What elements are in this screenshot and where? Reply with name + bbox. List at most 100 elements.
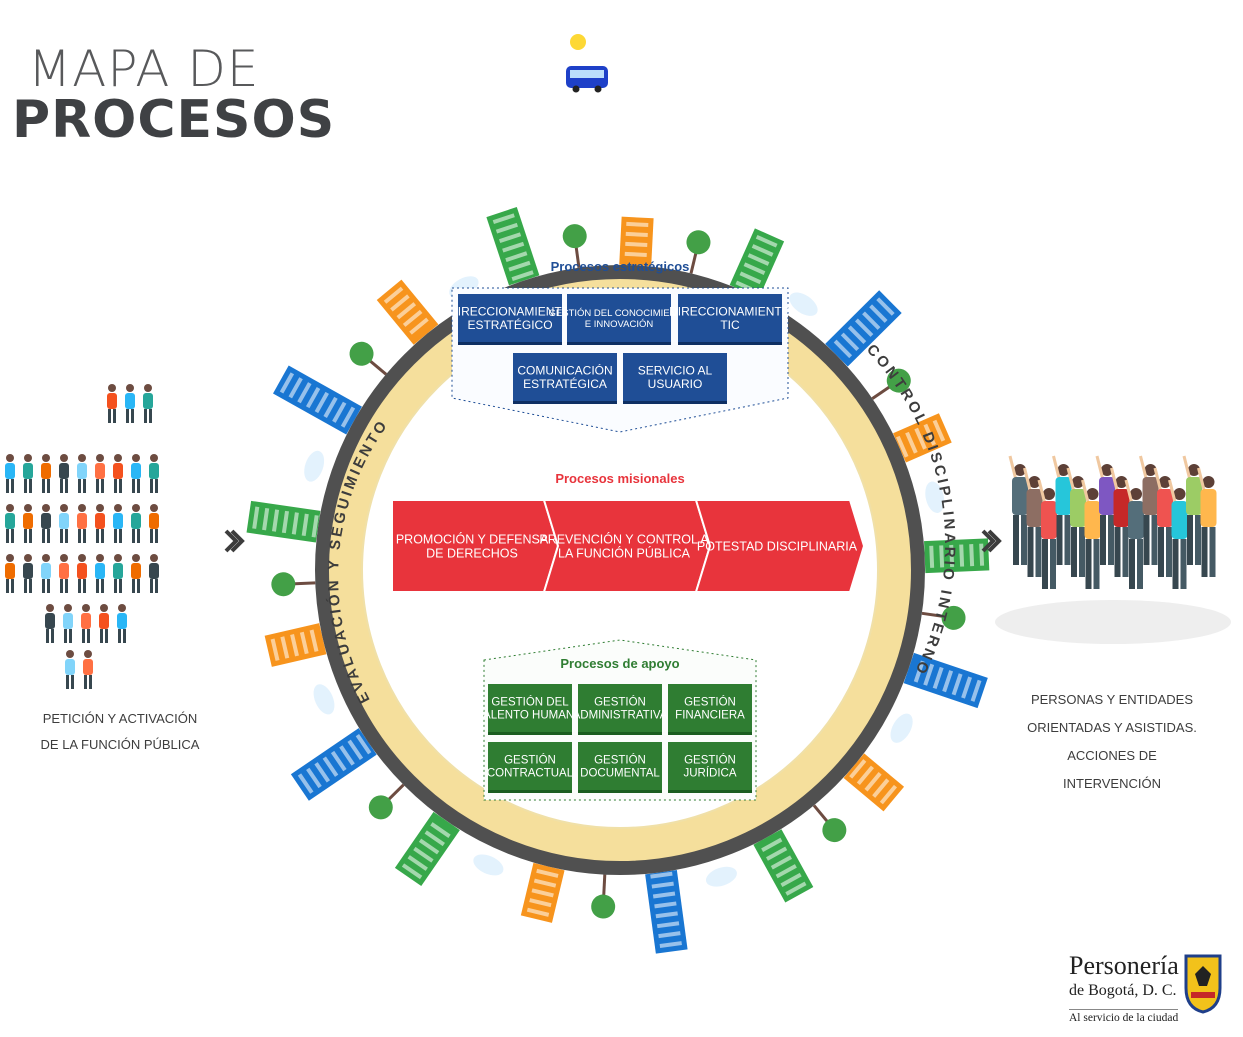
building-icon: [591, 874, 616, 919]
person-figure: [23, 504, 33, 543]
person-figure: [1008, 455, 1028, 565]
person-figure: [1197, 467, 1217, 577]
person-figure: [1023, 467, 1043, 577]
building-icon: [706, 866, 737, 887]
flow-arrow-bottom: [605, 995, 643, 1035]
building-icon: [271, 572, 316, 597]
person-figure: [65, 650, 75, 689]
person-figure: [5, 454, 15, 493]
chevron-right-icon: [224, 529, 245, 553]
city-buildings-icon: [246, 34, 990, 954]
person-figure: [1153, 467, 1173, 577]
missional-process-arrow[interactable]: POTESTAD DISCIPLINARIA: [694, 499, 866, 593]
building-icon: [368, 783, 405, 820]
person-figure: [1052, 455, 1072, 565]
building-icon: [890, 713, 913, 743]
person-figure: [1139, 455, 1159, 565]
person-figure: [113, 554, 123, 593]
person-figure: [99, 604, 109, 643]
logo-tagline: Al servicio de la ciudad: [1069, 1009, 1179, 1024]
person-figure: [41, 504, 51, 543]
building-icon: [562, 224, 587, 269]
building-icon: [871, 368, 911, 400]
person-figure: [23, 554, 33, 593]
person-figure: [1066, 467, 1086, 577]
person-figure: [63, 604, 73, 643]
person-figure: [113, 454, 123, 493]
building-icon: [893, 413, 952, 463]
building-icon: [313, 684, 335, 715]
person-figure: [117, 604, 127, 643]
person-figure: [113, 504, 123, 543]
person-figure: [45, 604, 55, 643]
person-figure: [107, 384, 117, 423]
building-icon: [645, 870, 688, 954]
person-figure: [1110, 467, 1130, 577]
person-figure: [1095, 455, 1115, 565]
person-figure: [59, 454, 69, 493]
person-figure: [149, 454, 159, 493]
person-figure: [41, 454, 51, 493]
person-figure: [77, 504, 87, 543]
person-figure: [81, 604, 91, 643]
building-icon: [290, 728, 377, 801]
person-figure: [59, 504, 69, 543]
building-icon: [304, 450, 325, 482]
person-figure: [1081, 479, 1101, 589]
building-icon: [925, 481, 945, 513]
chevron-right-icon: [981, 529, 1002, 553]
logo-name: Personería: [1069, 951, 1179, 980]
person-figure: [125, 384, 135, 423]
building-icon: [686, 230, 711, 274]
person-figure: [95, 554, 105, 593]
person-figure: [1168, 479, 1188, 589]
person-figure: [1037, 479, 1057, 589]
page-title-light: MAPA DE: [28, 40, 260, 98]
person-figure: [23, 454, 33, 493]
building-icon: [486, 207, 540, 286]
celebrating-crowd-icon: [995, 455, 1231, 644]
person-figure: [5, 504, 15, 543]
person-figure: [77, 454, 87, 493]
person-figure: [95, 504, 105, 543]
bus-icon: [566, 66, 608, 93]
person-figure: [149, 554, 159, 593]
people-crowd-icon: [5, 384, 159, 689]
missional-heading: Procesos misionales: [555, 471, 684, 486]
building-icon: [921, 605, 966, 630]
person-figure: [41, 554, 51, 593]
support-heading: Procesos de apoyo: [560, 656, 679, 671]
missional-arrow-label: POTESTAD DISCIPLINARIA: [697, 539, 858, 553]
person-figure: [1124, 479, 1144, 589]
right-caption: PERSONAS Y ENTIDADES ORIENTADAS Y ASISTI…: [1027, 692, 1197, 791]
building-icon: [753, 829, 814, 903]
person-figure: [149, 504, 159, 543]
coat-of-arms-icon: [1184, 954, 1222, 1014]
building-icon: [264, 623, 327, 667]
person-figure: [131, 504, 141, 543]
